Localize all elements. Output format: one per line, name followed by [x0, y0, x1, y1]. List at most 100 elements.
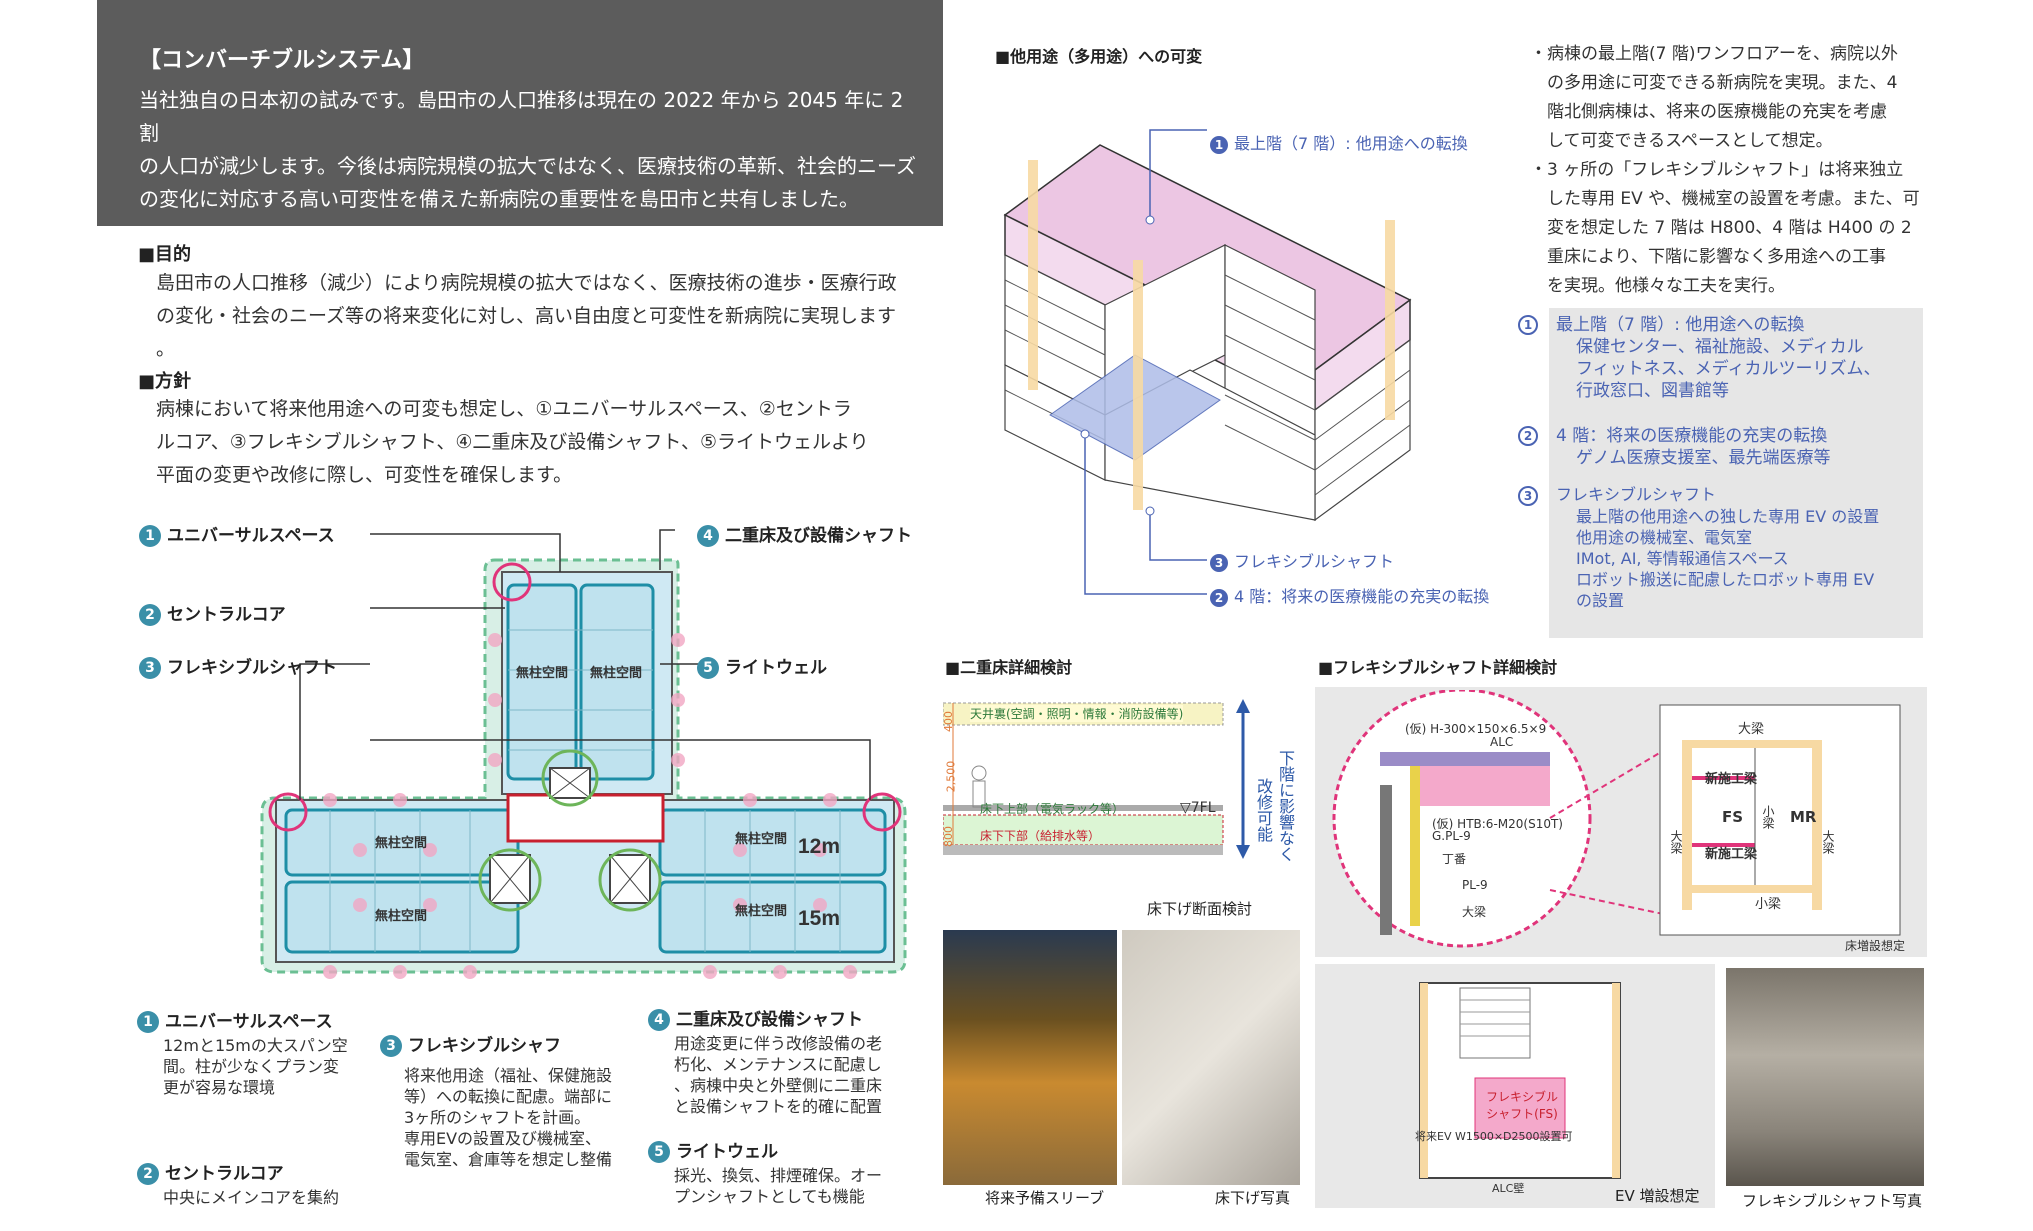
legend-line: 電気室、倉庫等を想定し整備 [404, 1150, 613, 1169]
section-caption: 床下げ断面検討 [1147, 900, 1253, 918]
note-line: ・病棟の最上階(7 階)ワンフロアーを、病院以外 [1530, 44, 1898, 64]
box-line: IMot, AI, 等情報通信スペース [1576, 548, 1789, 568]
room-label: 無柱空間 [735, 831, 787, 846]
new-beam-1: 新施工梁 [1705, 772, 1758, 787]
legend-line: 3ヶ所のシャフトを計画。 [404, 1108, 591, 1127]
legend-title: フレキシブルシャフ [408, 1036, 561, 1056]
legend-line: 、病棟中央と外壁側に二重床 [674, 1076, 883, 1095]
num-badge: 3 [139, 657, 161, 679]
girder-left: 大梁 [1669, 830, 1683, 854]
box-title: 4 階：将来の医療機能の充実の転換 [1556, 426, 1828, 446]
hinge-label: 丁番 [1442, 852, 1467, 866]
double-floor-section [943, 699, 1250, 859]
note-line: の多用途に可変できる新病院を実現。また、4 [1530, 73, 1898, 93]
legend-line: 将来他用途（福祉、保健施設 [404, 1066, 613, 1085]
num-badge: 2 [1518, 426, 1538, 446]
floor-photo [1122, 930, 1300, 1185]
shaft-photo-caption: フレキシブルシャフト写真 [1742, 1192, 1923, 1210]
callout-label: ユニバーサルスペース [167, 526, 335, 546]
isometric-heading: ■他用途（多用途）への可変 [995, 47, 1203, 66]
sleeve-photo [943, 930, 1117, 1185]
num-badge: 2 [139, 604, 161, 626]
callout-label: セントラルコア [167, 605, 286, 625]
box-line: 行政窓口、図書館等 [1576, 381, 1729, 401]
legend-title: ユニバーサルスペース [165, 1012, 333, 1032]
girder-right: 大梁 [1821, 830, 1835, 854]
num-badge: 1 [137, 1011, 159, 1033]
small-beam-v: 小梁 [1761, 805, 1775, 829]
ev-plan-diagram [1419, 982, 1621, 1179]
box-line: の設置 [1576, 590, 1625, 610]
purpose-line: の変化・社会のニーズ等の将来変化に対し、高い自由度と可変性を新病院に実現します [156, 305, 897, 327]
beam-spec: (仮) H-300×150×6.5×9 [1405, 722, 1547, 736]
legend-line: 更が容易な環境 [163, 1078, 276, 1097]
htb-spec: (仮) HTB:6-M20(S10T) [1432, 817, 1563, 831]
legend-line: プンシャフトとしても機能 [674, 1187, 865, 1206]
small-beam: 小梁 [1755, 897, 1782, 912]
no-impact-text: 下階に影響なく [1276, 750, 1295, 862]
box-line: ロボット搬送に配慮したロボット専用 EV [1576, 569, 1875, 589]
intro-line: の変化に対応する高い可変性を備えた新病院の重要性を島田市と共有しました。 [139, 187, 859, 211]
policy-text: 病棟において将来他用途への可変も想定し、①ユニバーサルスペース、②セントラ ルコ… [156, 393, 956, 492]
callout-label: ライトウェル [725, 658, 827, 678]
gpl-spec: G.PL-9 [1432, 829, 1471, 843]
policy-line: 病棟において将来他用途への可変も想定し、①ユニバーサルスペース、②セントラ [156, 398, 852, 420]
room-label: 無柱空間 [590, 665, 642, 680]
photo-caption-sleeve: 将来予備スリーブ [985, 1189, 1105, 1207]
room-label: 無柱空間 [375, 835, 427, 850]
num-badge: 4 [648, 1009, 670, 1031]
girder-label: 大梁 [1462, 905, 1487, 919]
renovatable-text: 改修可能 [1254, 778, 1273, 842]
num-badge: 5 [697, 657, 719, 679]
legend-line: 専用EVの設置及び機械室、 [404, 1129, 602, 1148]
legend-line: 12mと15mの大スパン空 [163, 1036, 348, 1055]
room-label: 無柱空間 [375, 908, 427, 923]
policy-line: 平面の変更や改修に際し、可変性を確保します。 [156, 464, 573, 486]
legend-title: セントラルコア [165, 1164, 284, 1184]
policy-heading: ■方針 [138, 371, 192, 392]
note-line: 階北側病棟は、将来の医療機能の充実を考慮 [1530, 102, 1887, 122]
alc-wall-label: ALC壁 [1492, 1182, 1525, 1195]
legend-line: 等）への転換に配慮。端部に [404, 1087, 613, 1106]
box-line: 他用途の機械室、電気室 [1576, 527, 1753, 547]
shaft-photo [1726, 968, 1924, 1186]
floor-level-label: ▽7FL [1180, 800, 1216, 816]
legend-line: 朽化、メンテナンスに配慮し [674, 1055, 882, 1074]
box-title: フレキシブルシャフト [1556, 485, 1717, 504]
conversion-info-box [1549, 308, 1923, 638]
box-line: 保健センター、福祉施設、メディカル [1576, 337, 1864, 357]
isometric-diagram [1003, 129, 1412, 595]
iso-label-text: 最上階（7 階）: 他用途への転換 [1234, 134, 1468, 153]
ev-dim-label: 将来EV W1500×D2500設置可 [1415, 1130, 1573, 1143]
note-line: 変を想定した 7 階は H800、4 階は H400 の 2 [1530, 218, 1912, 238]
purpose-heading: ■目的 [138, 244, 192, 265]
note-line: ・3 ヶ所の「フレキシブルシャフト」は将来独立 [1530, 160, 1904, 180]
floor-plan-diagram: 無柱空間 無柱空間 無柱空間 無柱空間 無柱空間 無柱空間 12m 15m [260, 529, 907, 979]
mr-label: MR [1790, 808, 1817, 826]
callout-central-core: 2 セントラルコア [139, 600, 286, 626]
num-badge: 1 [1518, 315, 1538, 335]
floor-add-caption: 床増設想定 [1845, 939, 1906, 953]
lower-floor-label: 床下下部（給排水等） [980, 829, 1101, 843]
intro-line: 当社独自の日本初の試みです。島田市の人口推移は現在の 2022 年から 2045… [139, 88, 904, 145]
purpose-line: 。 [156, 338, 176, 360]
legend-line: 中央にメインコアを集約 [163, 1188, 340, 1207]
policy-line: ルコア、③フレキシブルシャフト、④二重床及び設備シャフト、⑤ライトウェルより [156, 431, 869, 453]
legend-line: と設備シャフトを的確に配置 [674, 1097, 883, 1116]
alc-label: ALC [1490, 735, 1514, 749]
intro-line: の人口が減少します。今後は病院規模の拡大ではなく、医療技術の革新、社会的ニーズ [139, 154, 916, 178]
fs-ev-label: フレキシブルシャフト(FS) [1485, 1090, 1558, 1121]
notes-text: ・病棟の最上階(7 階)ワンフロアーを、病院以外 の多用途に可変できる新病院を実… [1530, 40, 2025, 301]
note-line: 重床により、下階に影響なく多用途への工事 [1530, 247, 1886, 267]
upper-floor-label: 床下上部（電気ラック等） [980, 802, 1125, 816]
legend-title: 二重床及び設備シャフト [676, 1010, 863, 1030]
callout-label: 二重床及び設備シャフト [725, 526, 912, 546]
